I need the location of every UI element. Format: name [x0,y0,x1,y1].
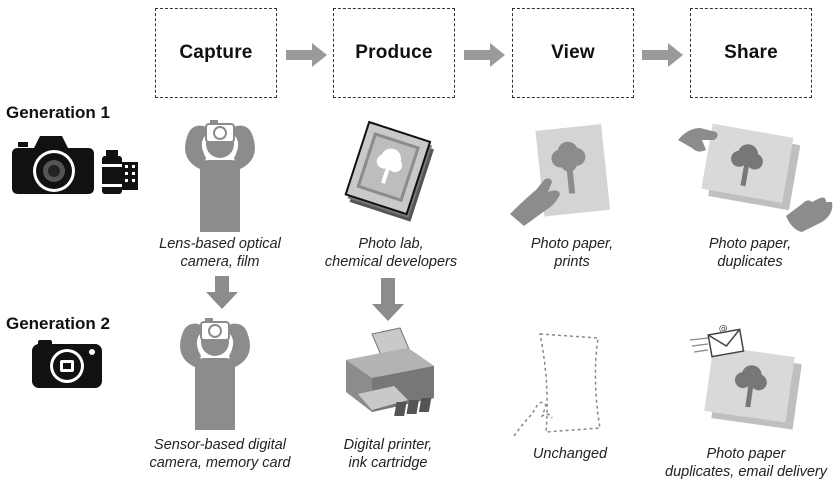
down-arrow-icon [372,278,404,321]
stage-label: View [551,42,595,63]
photographer-icon [180,318,250,430]
caption-gen2-view: Unchanged [490,445,650,463]
caption-line: camera, film [180,254,260,270]
caption-line: camera, memory card [149,455,291,471]
caption-line: Sensor-based digital [154,437,286,453]
caption-gen1-produce: Photo lab, chemical developers [306,235,476,271]
caption-line: Photo paper, [708,236,792,252]
caption-gen1-share: Photo paper, duplicates [665,235,835,271]
caption-line: Unchanged [532,446,608,462]
flow-arrow-icon [464,43,505,67]
outline-print-icon [513,333,601,437]
shared-prints-icon [678,123,833,232]
caption-gen2-produce: Digital printer, ink cartridge [308,436,468,472]
inkjet-printer-icon [346,327,434,416]
caption-gen2-share: Photo paper duplicates, email delivery [656,445,836,481]
flow-arrow-icon [286,43,327,67]
stage-box-produce: Produce [333,8,455,98]
caption-line: Photo paper [706,446,786,462]
caption-line: Digital printer, [343,437,433,453]
caption-line: Photo paper, [530,236,614,252]
email-envelope-icon: @ [689,324,745,358]
caption-line: chemical developers [324,254,458,270]
stage-label: Share [724,42,778,63]
caption-gen1-view: Photo paper, prints [487,235,657,271]
hand-holding-print-icon [510,124,611,226]
caption-line: duplicates [717,254,783,270]
caption-line: ink cartridge [348,455,428,471]
flow-arrow-icon [642,43,683,67]
caption-line: prints [554,254,590,270]
photographer-icon [185,120,255,232]
caption-line: duplicates, email delivery [665,464,827,480]
svg-text:@: @ [718,324,729,335]
caption-gen1-capture: Lens-based optical camera, film [135,235,305,271]
photo-lab-stack-icon [344,120,434,222]
film-camera-and-roll-icon [12,136,138,194]
down-arrow-icon [206,276,238,309]
caption-line: Lens-based optical [159,236,281,252]
compact-digital-camera-icon [32,340,102,388]
shared-prints-icon [704,345,802,430]
generation-1-label: Generation 1 [6,103,110,122]
stage-label: Capture [179,42,253,63]
caption-gen2-capture: Sensor-based digital camera, memory card [130,436,310,472]
stage-label: Produce [355,42,433,63]
generation-2-label: Generation 2 [6,314,110,333]
caption-line: Photo lab, [358,236,424,252]
stage-box-share: Share [690,8,812,98]
stage-box-capture: Capture [155,8,277,98]
stage-box-view: View [512,8,634,98]
